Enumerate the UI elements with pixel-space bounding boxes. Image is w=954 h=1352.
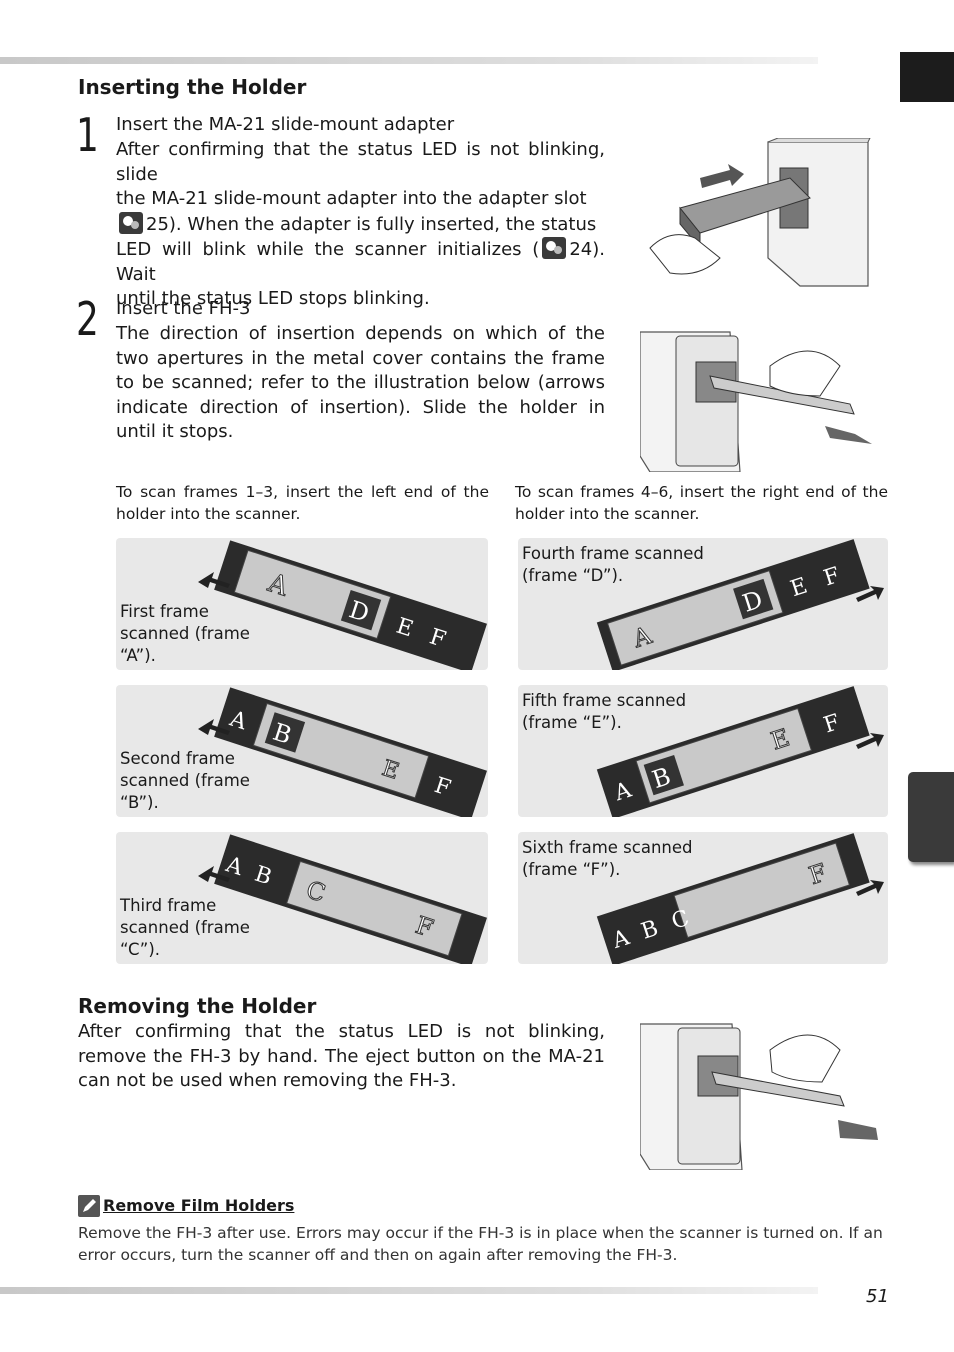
section-heading-inserting: Inserting the Holder xyxy=(78,75,307,99)
note-title: Remove Film Holders xyxy=(103,1196,295,1215)
panel-label: Fourth frame scanned (frame “D”). xyxy=(522,544,704,585)
film-holder-illustration: A B E F xyxy=(198,687,487,817)
panel-fifth-frame: Fifth frame scanned (frame “E”). A B E F xyxy=(518,685,888,817)
step1-title: Insert the MA-21 slide-mount adapter xyxy=(116,114,455,135)
step1-line1: After confirming that the status LED is … xyxy=(116,139,605,185)
holder-insertion-illustration xyxy=(640,326,880,472)
panel-third-frame: Third frame scanned (frame “C”). A B C F xyxy=(116,832,488,964)
pencil-note-icon xyxy=(78,1195,100,1217)
film-holder-illustration: A B E F xyxy=(596,686,884,817)
holder-removal-illustration xyxy=(640,1020,880,1170)
step1-line3: 25). When the adapter is fully inserted,… xyxy=(116,211,605,238)
step-number-1: 1 xyxy=(76,108,99,162)
panel-sixth-frame: Sixth frame scanned (frame “F”). A B C F xyxy=(518,832,888,964)
frame-letter: B xyxy=(638,916,661,945)
film-holder-illustration: A B C F xyxy=(596,833,884,964)
step-number-2: 2 xyxy=(76,292,99,346)
insert-arrow-icon xyxy=(700,164,744,188)
frame-letter: F xyxy=(821,563,843,591)
insert-arrow-icon xyxy=(198,719,230,735)
adapter-insertion-illustration xyxy=(640,138,872,290)
reference-icon xyxy=(119,211,143,234)
panel-label: Fifth frame scanned (frame “E”). xyxy=(522,691,687,732)
reference-icon xyxy=(542,237,567,259)
frame-letter: C xyxy=(669,906,693,935)
film-holder-illustration: A D E F xyxy=(596,539,884,670)
panel-label: Third frame scanned (frame “C”). xyxy=(120,896,250,959)
frame-letter: F xyxy=(821,710,843,738)
panel-label: Sixth frame scanned (frame “F”). xyxy=(522,838,693,879)
film-holder-illustration: A B C F xyxy=(198,834,487,964)
chapter-tab-side xyxy=(908,772,954,862)
panel-second-frame: Second frame scanned (frame “B”). A B E … xyxy=(116,685,488,817)
panel-label: Second frame scanned (frame “B”). xyxy=(120,749,250,812)
step1-line4-pre: LED will blink while the scanner initial… xyxy=(116,239,540,260)
caption-left: To scan frames 1–3, insert the left end … xyxy=(116,483,489,523)
step1-line4: LED will blink while the scanner initial… xyxy=(116,237,605,287)
panel-first-frame: First frame scanned (frame “A”). A D E F xyxy=(116,538,488,670)
step1-line5: until the status LED stops blinking. xyxy=(116,288,430,309)
step2-title: Insert the FH-3 xyxy=(116,298,251,319)
frame-letter: F xyxy=(431,773,453,801)
frame-letter: F xyxy=(426,624,448,652)
page-number: 51 xyxy=(866,1286,889,1307)
film-holder-illustration: A D E F xyxy=(198,540,487,670)
top-rule xyxy=(0,57,818,64)
frame-letter: E xyxy=(393,614,416,643)
step1-line2: the MA-21 slide-mount adapter into the a… xyxy=(116,188,587,209)
insert-arrow-icon xyxy=(856,586,884,602)
bottom-rule xyxy=(0,1287,818,1294)
section-heading-removing: Removing the Holder xyxy=(78,994,317,1018)
note-body: Remove the FH-3 after use. Errors may oc… xyxy=(78,1224,883,1264)
caption-right: To scan frames 4–6, insert the right end… xyxy=(515,483,888,523)
panel-label: First frame scanned (frame “A”). xyxy=(120,602,250,665)
step1-body: After confirming that the status LED is … xyxy=(116,138,605,312)
insert-arrow-icon xyxy=(198,572,230,588)
panel-fourth-frame: Fourth frame scanned (frame “D”). A D E … xyxy=(518,538,888,670)
step1-line4-post: 24). Wait xyxy=(116,239,605,285)
step1-line3-text: 25). When the adapter is fully inserted,… xyxy=(146,213,597,235)
removing-body: After confirming that the status LED is … xyxy=(78,1021,605,1091)
insert-arrow-icon xyxy=(856,733,884,749)
insert-arrow-icon xyxy=(856,880,884,896)
chapter-tab-top xyxy=(900,52,954,102)
step2-body: The direction of insertion depends on wh… xyxy=(116,323,605,442)
frame-letter: B xyxy=(251,862,274,891)
insert-arrow-icon xyxy=(198,866,230,882)
frame-letter: E xyxy=(788,573,811,602)
